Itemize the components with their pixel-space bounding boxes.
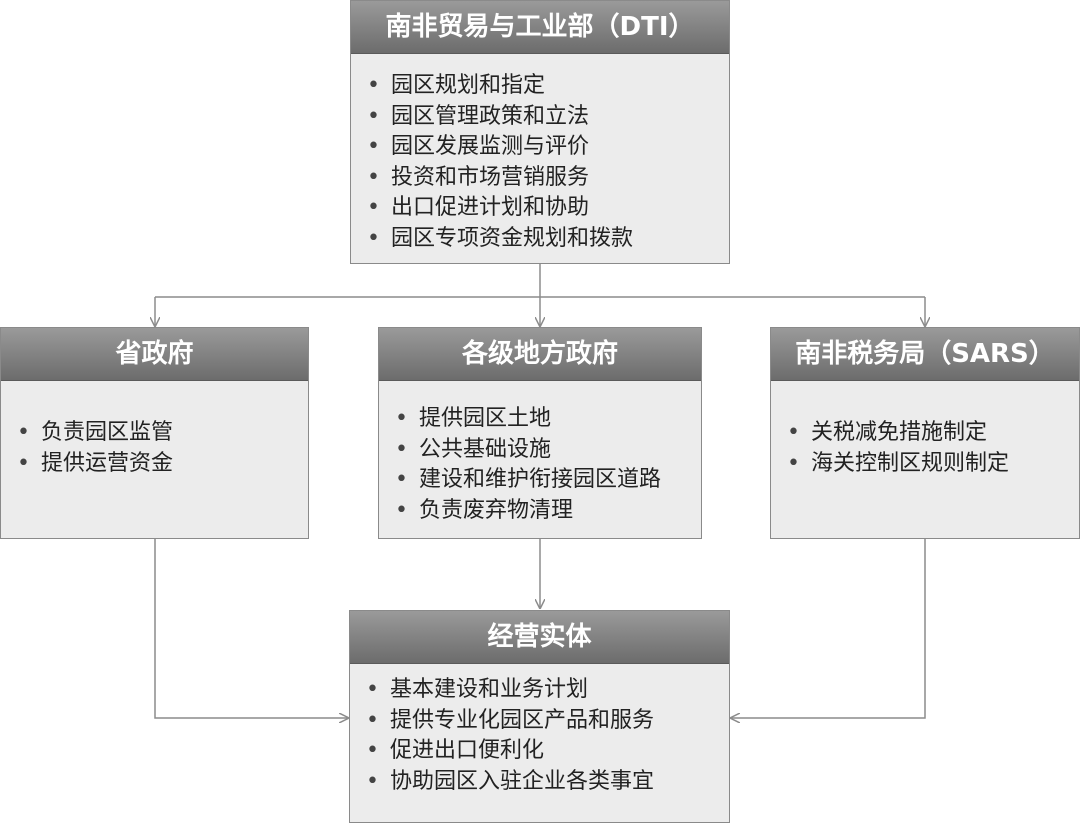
list-item: 建设和维护衔接园区道路 xyxy=(393,465,661,496)
operator-title: 经营实体 xyxy=(350,611,729,664)
provincial-responsibilities: 负责园区监管 提供运营资金 xyxy=(15,418,173,479)
list-item: 提供运营资金 xyxy=(15,449,173,480)
arrow-sars-to-operator xyxy=(731,539,926,718)
arrow-provincial-to-operator xyxy=(154,539,348,718)
sars-title: 南非税务局（SARS） xyxy=(771,328,1079,381)
list-item: 提供园区土地 xyxy=(393,404,661,435)
list-item: 公共基础设施 xyxy=(393,435,661,466)
local-government-box: 各级地方政府 提供园区土地 公共基础设施 建设和维护衔接园区道路 负责废弃物清理 xyxy=(378,327,702,539)
list-item: 园区管理政策和立法 xyxy=(365,102,633,133)
dti-responsibilities: 园区规划和指定 园区管理政策和立法 园区发展监测与评价 投资和市场营销服务 出口… xyxy=(365,71,633,254)
list-item: 出口促进计划和协助 xyxy=(365,193,633,224)
list-item: 协助园区入驻企业各类事宜 xyxy=(364,767,654,798)
local-title: 各级地方政府 xyxy=(379,328,701,381)
list-item: 关税减免措施制定 xyxy=(785,418,1009,449)
provincial-title: 省政府 xyxy=(1,328,308,381)
list-item: 促进出口便利化 xyxy=(364,736,654,767)
list-item: 提供专业化园区产品和服务 xyxy=(364,706,654,737)
operator-box: 经营实体 基本建设和业务计划 提供专业化园区产品和服务 促进出口便利化 协助园区… xyxy=(349,610,730,823)
list-item: 基本建设和业务计划 xyxy=(364,675,654,706)
list-item: 海关控制区规则制定 xyxy=(785,449,1009,480)
list-item: 园区发展监测与评价 xyxy=(365,132,633,163)
list-item: 负责园区监管 xyxy=(15,418,173,449)
dti-title: 南非贸易与工业部（DTI） xyxy=(351,1,729,54)
sars-responsibilities: 关税减免措施制定 海关控制区规则制定 xyxy=(785,418,1009,479)
list-item: 园区规划和指定 xyxy=(365,71,633,102)
provincial-government-box: 省政府 负责园区监管 提供运营资金 xyxy=(0,327,309,539)
sars-box: 南非税务局（SARS） 关税减免措施制定 海关控制区规则制定 xyxy=(770,327,1080,539)
local-responsibilities: 提供园区土地 公共基础设施 建设和维护衔接园区道路 负责废弃物清理 xyxy=(393,404,661,526)
list-item: 投资和市场营销服务 xyxy=(365,163,633,194)
list-item: 负责废弃物清理 xyxy=(393,496,661,527)
list-item: 园区专项资金规划和拨款 xyxy=(365,224,633,255)
dti-box: 南非贸易与工业部（DTI） 园区规划和指定 园区管理政策和立法 园区发展监测与评… xyxy=(350,0,730,264)
operator-responsibilities: 基本建设和业务计划 提供专业化园区产品和服务 促进出口便利化 协助园区入驻企业各… xyxy=(364,675,654,797)
